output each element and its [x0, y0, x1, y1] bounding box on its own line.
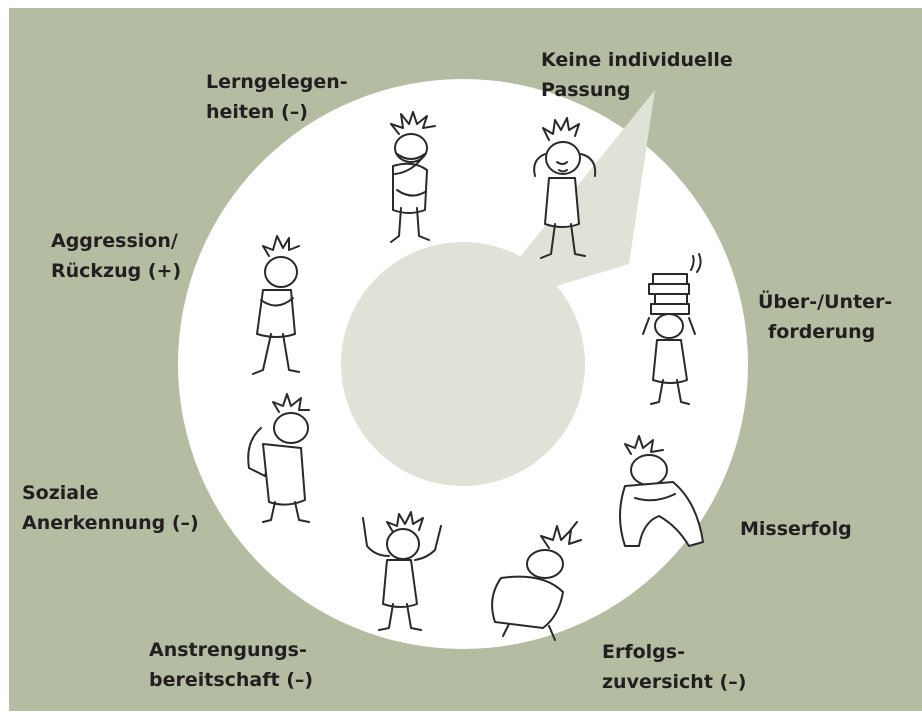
label-anstrengung: Anstrengungs- bereitschaft (–): [149, 635, 313, 695]
label-line: zuversicht (–): [602, 671, 747, 693]
label-misserfolg: Misserfolg: [740, 514, 852, 544]
label-line: Anstrengungs-: [149, 639, 307, 661]
label-line: Lerngelegen-: [206, 71, 348, 93]
diagram-frame: Lerngelegen- heiten (–) Keine individuel…: [9, 8, 922, 711]
label-forderung: Über-/Unter- forderung: [758, 287, 892, 347]
label-line: Keine individuelle: [541, 49, 733, 71]
label-line: Über-/Unter-: [758, 291, 893, 313]
arms-crossed-figure: [252, 235, 300, 375]
slouching-figure: [247, 393, 310, 523]
label-line: Rückzug (+): [51, 260, 182, 282]
label-zuversicht: Erfolgs- zuversicht (–): [602, 637, 746, 697]
label-line: bereitschaft (–): [149, 669, 314, 691]
label-line: heiten (–): [206, 101, 308, 123]
label-line: Erfolgs-: [602, 641, 685, 663]
label-anerkennung: Soziale Anerkennung (–): [22, 478, 199, 538]
label-lerngelegenheiten: Lerngelegen- heiten (–): [206, 67, 348, 127]
label-line: Anerkennung (–): [22, 512, 199, 534]
hands-on-head-figure: [533, 117, 597, 259]
label-line: Misserfolg: [740, 518, 852, 540]
label-line: forderung: [768, 321, 876, 343]
cycle-diagram: [178, 79, 748, 649]
label-aggression: Aggression/ Rückzug (+): [51, 226, 181, 286]
label-line: Aggression/: [51, 230, 178, 252]
label-line: Soziale: [22, 482, 99, 504]
crouching-figure: [491, 521, 582, 641]
books-stack-figure: [642, 253, 702, 405]
covering-face-figure: [390, 111, 436, 243]
raised-hands-figure: [362, 511, 442, 631]
label-line: Passung: [541, 79, 631, 101]
hugging-knees-figure: [619, 435, 704, 547]
center-disc: [341, 242, 585, 486]
label-passung: Keine individuelle Passung: [541, 45, 733, 105]
